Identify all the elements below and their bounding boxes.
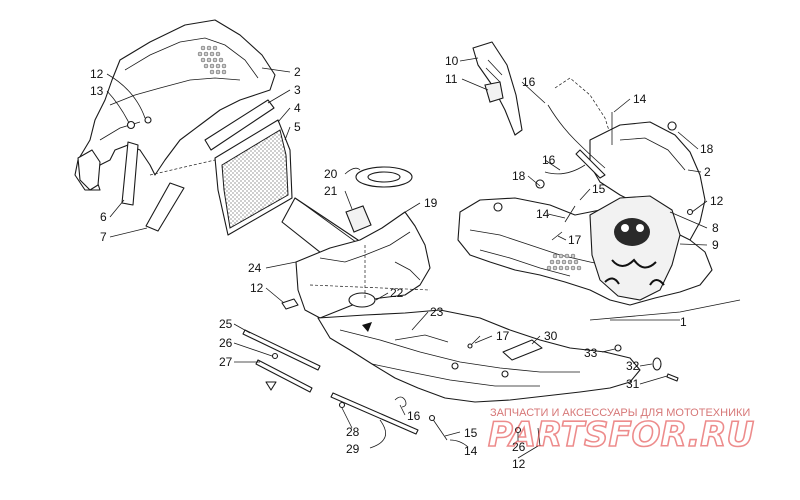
callout-17-right: 17 bbox=[568, 233, 582, 247]
callout-22: 22 bbox=[390, 286, 404, 300]
callout-12: 12 bbox=[90, 67, 104, 81]
pin-15-lower bbox=[431, 417, 448, 441]
clip-16-lower bbox=[394, 396, 407, 408]
leader-lines bbox=[106, 57, 708, 459]
direction-marker bbox=[362, 322, 372, 332]
rivet-26-left bbox=[271, 352, 279, 360]
windshield-outline bbox=[554, 77, 613, 141]
callout-32: 32 bbox=[626, 359, 640, 373]
callout-24: 24 bbox=[248, 261, 262, 275]
callout-17-center: 17 bbox=[496, 329, 510, 343]
callout-18-right: 18 bbox=[700, 142, 714, 156]
rivet-26-lower bbox=[514, 426, 522, 434]
watermark-caption: ЗАПЧАСТИ И АКСЕССУАРЫ ДЛЯ МОТОТЕХНИКИ bbox=[490, 407, 750, 419]
bracket-6 bbox=[121, 141, 139, 206]
callout-33: 33 bbox=[584, 346, 598, 360]
left-side-panel-assembly bbox=[74, 19, 293, 236]
callout-18-left: 18 bbox=[512, 169, 526, 183]
callout-25: 25 bbox=[219, 317, 233, 331]
rivet-12-center bbox=[281, 298, 299, 310]
skid-rail-25 bbox=[242, 329, 321, 371]
callout-20: 20 bbox=[324, 167, 338, 181]
callout-11: 11 bbox=[445, 72, 458, 86]
callout-8: 8 bbox=[712, 221, 719, 235]
callout-27: 27 bbox=[219, 355, 233, 369]
callout-15-lower: 15 bbox=[464, 426, 478, 440]
vent-holes bbox=[197, 45, 227, 75]
pad-7 bbox=[145, 182, 185, 232]
bolt-32 bbox=[666, 373, 679, 382]
screw-14-mid bbox=[564, 205, 576, 223]
air-filter bbox=[221, 129, 289, 229]
belly-pan bbox=[317, 309, 641, 403]
bracket-11 bbox=[484, 81, 504, 103]
callout-labels: 2 3 4 5 12 13 6 7 20 21 19 24 12 22 23 2… bbox=[90, 54, 724, 471]
callout-15-right: 15 bbox=[592, 182, 606, 196]
callout-2-right: 2 bbox=[704, 165, 711, 179]
callout-1: 1 bbox=[680, 315, 687, 329]
callout-10: 10 bbox=[445, 54, 459, 68]
screw-17-right bbox=[551, 231, 563, 241]
callout-12-lower: 12 bbox=[512, 457, 526, 471]
callout-7: 7 bbox=[100, 230, 107, 244]
center-assembly bbox=[242, 166, 679, 447]
watermark-logo: PARTSFOR.RU bbox=[488, 415, 754, 455]
screw-28 bbox=[338, 401, 346, 409]
oval-opening bbox=[348, 292, 376, 308]
rivet-12-left bbox=[144, 116, 152, 124]
callout-29: 29 bbox=[346, 442, 360, 456]
fastener-12-right bbox=[686, 208, 694, 216]
cover-plate bbox=[345, 205, 372, 233]
nose-cone-assembly bbox=[457, 41, 741, 321]
cable-16-mid bbox=[544, 164, 586, 175]
callout-14-lower: 14 bbox=[464, 444, 478, 458]
clip-13-left bbox=[126, 120, 136, 130]
callout-21: 21 bbox=[324, 184, 338, 198]
callout-5: 5 bbox=[294, 120, 301, 134]
rivet-18-top bbox=[667, 121, 677, 131]
callout-3: 3 bbox=[294, 83, 301, 97]
callout-16-mid: 16 bbox=[542, 153, 556, 167]
callout-16-top: 16 bbox=[522, 75, 536, 89]
rivet-33 bbox=[614, 344, 622, 352]
callout-26-lower: 26 bbox=[512, 440, 526, 454]
bracket-30 bbox=[502, 339, 543, 361]
callout-14-top: 14 bbox=[633, 92, 647, 106]
screw-12-lower bbox=[537, 427, 541, 447]
decal-skull bbox=[614, 218, 650, 246]
nose-grille bbox=[546, 253, 582, 271]
rivet-18-left bbox=[535, 179, 545, 189]
watermark: ЗАПЧАСТИ И АКСЕССУАРЫ ДЛЯ МОТОТЕХНИКИ PA… bbox=[487, 407, 755, 456]
pin-15-right bbox=[575, 149, 606, 179]
cable-16-top bbox=[547, 104, 606, 169]
decal-graphic bbox=[589, 195, 681, 301]
callout-2: 2 bbox=[294, 65, 301, 79]
bushing-31 bbox=[652, 357, 662, 371]
lower-skid bbox=[330, 392, 419, 435]
callout-12-center: 12 bbox=[250, 281, 264, 295]
callout-14-mid: 14 bbox=[536, 207, 550, 221]
callout-12-right: 12 bbox=[710, 194, 724, 208]
callout-23: 23 bbox=[430, 305, 444, 319]
callout-16-lower: 16 bbox=[407, 409, 421, 423]
callout-28: 28 bbox=[346, 425, 360, 439]
callout-6: 6 bbox=[100, 210, 107, 224]
callout-26: 26 bbox=[219, 336, 233, 350]
skid-triangle bbox=[265, 381, 277, 391]
side-panel-lower-flap bbox=[77, 149, 101, 191]
callout-31: 31 bbox=[626, 377, 640, 391]
callout-19: 19 bbox=[424, 196, 438, 210]
callout-9: 9 bbox=[712, 238, 719, 252]
grommet-left bbox=[493, 202, 503, 212]
seal-strip bbox=[204, 99, 275, 151]
skid-rail-27 bbox=[255, 359, 313, 393]
callout-30: 30 bbox=[544, 329, 558, 343]
inner-fender bbox=[295, 211, 431, 319]
callout-4: 4 bbox=[294, 101, 301, 115]
callout-13: 13 bbox=[90, 84, 104, 98]
